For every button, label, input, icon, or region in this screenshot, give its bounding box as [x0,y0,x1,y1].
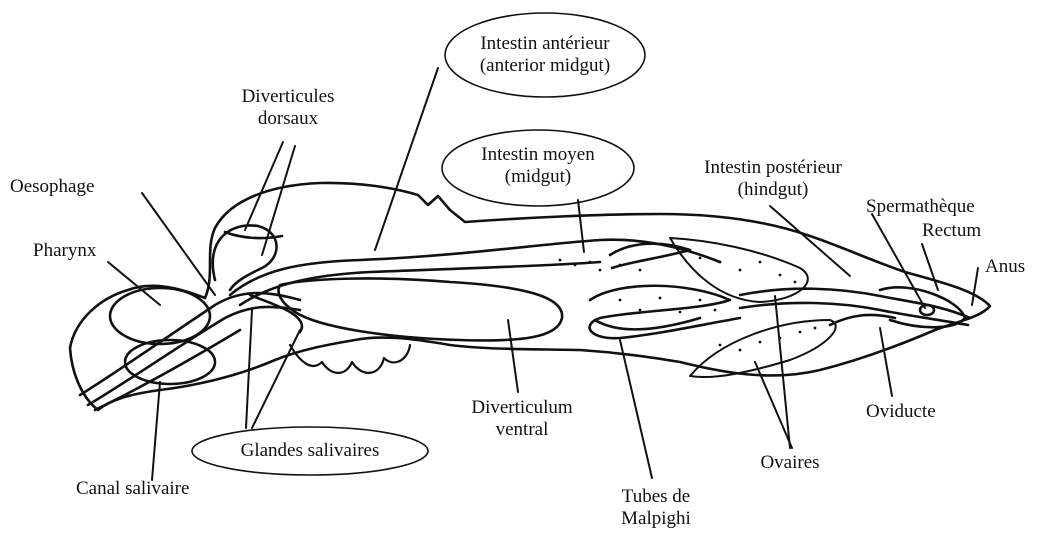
label-intestin-posterieur-line1: Intestin postérieur [668,157,878,179]
label-diverticulum-line1: Diverticulum [452,397,592,419]
label-diverticules-line1: Diverticules [218,86,358,108]
leader-intestin-moyen [578,200,584,252]
spermatheca [920,305,934,315]
label-tubes-line1: Tubes de [596,486,716,508]
label-tubes-de-malpighi: Tubes de Malpighi [596,486,716,530]
leader-intestin-anterieur [375,68,438,250]
label-intestin-moyen-line1: Intestin moyen [450,144,626,166]
label-spermatheque: Spermathèque [866,196,975,218]
leader-spermatheque [872,214,925,308]
canal-bulb [125,340,215,384]
label-diverticulum-line2: ventral [452,419,592,441]
label-oviducte: Oviducte [866,401,936,423]
label-diverticulum-ventral: Diverticulum ventral [452,397,592,441]
label-intestin-anterieur-line1: Intestin antérieur [452,33,638,55]
ventral-diverticulum [279,278,563,340]
label-anus: Anus [985,256,1025,278]
label-intestin-anterieur-line2: (anterior midgut) [452,55,638,77]
leader-intestin-posterieur [770,206,850,276]
malpighian-tubes [590,286,740,338]
label-canal-salivaire: Canal salivaire [76,478,189,500]
leader-rectum [922,244,938,290]
leader-diverticules-a [245,142,283,230]
leader-oviducte [880,328,892,396]
dorsal-diverticula [213,225,277,290]
leader-canal-salivaire [152,382,160,480]
label-diverticules-line2: dorsaux [218,108,358,130]
label-oesophage: Oesophage [10,176,94,198]
oviduct [830,315,895,325]
label-intestin-moyen: Intestin moyen (midgut) [450,144,626,188]
body-outline [70,183,990,410]
label-tubes-line2: Malpighi [596,508,716,530]
label-pharynx: Pharynx [33,240,96,262]
leader-diverticulum [508,320,518,392]
label-intestin-posterieur-line2: (hindgut) [668,179,878,201]
leader-diverticules-b [262,146,295,255]
label-rectum: Rectum [922,220,981,242]
leader-pharynx [108,262,160,305]
label-intestin-posterieur: Intestin postérieur (hindgut) [668,157,878,201]
leader-anus [972,268,978,305]
leader-tubes [620,340,652,478]
leader-glandes-b [252,330,300,428]
leader-oesophage [142,193,215,295]
label-intestin-moyen-line2: (midgut) [450,166,626,188]
label-glandes-salivaires: Glandes salivaires [212,440,408,462]
label-intestin-anterieur: Intestin antérieur (anterior midgut) [452,33,638,77]
label-diverticules-dorsaux: Diverticules dorsaux [218,86,358,130]
label-ovaires: Ovaires [740,452,840,474]
